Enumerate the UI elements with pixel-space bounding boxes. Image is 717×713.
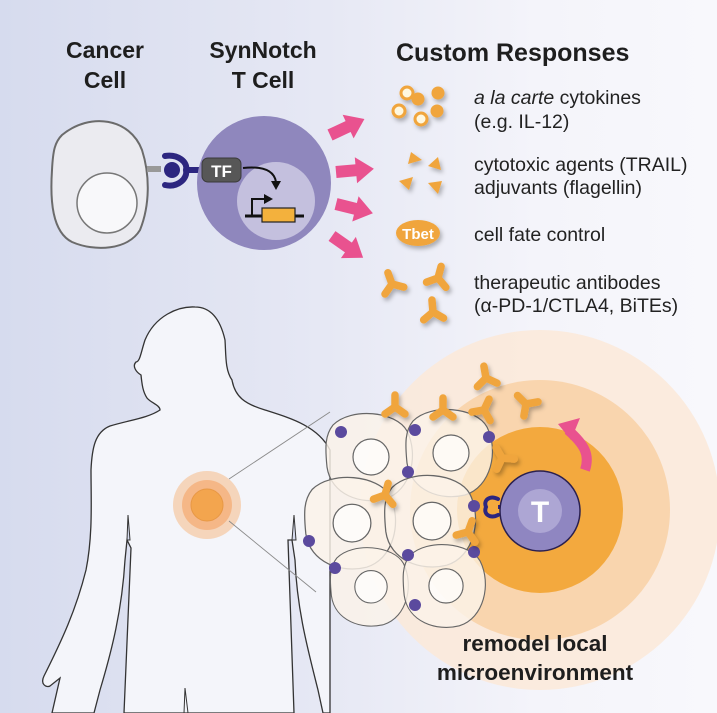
tcell-nucleus: [237, 162, 315, 240]
synnotch-title-line2: T Cell: [232, 67, 295, 93]
tf-label: TF: [211, 162, 232, 181]
zoom-line-bottom: [228, 520, 317, 593]
antigen-dot: [402, 549, 414, 561]
synnotch-receptor-icon: [162, 152, 206, 189]
triangle-agents-icon: [399, 152, 442, 194]
response-cytokines: a la carte cytokines: [474, 87, 641, 109]
response-adjuvants: adjuvants (flagellin): [474, 177, 642, 199]
pink-arrow-icon: [328, 231, 364, 259]
synnotch-title: SynNotch: [209, 37, 316, 63]
zoom-line-top: [228, 411, 331, 480]
micro-caption-line1: remodel local: [462, 631, 607, 656]
antigen-dot: [329, 562, 341, 574]
tumor-site-icon: [173, 471, 241, 539]
cancer-cell-title: Cancer: [66, 37, 144, 63]
antigen-dot: [409, 424, 421, 436]
tbet-pill-icon: Tbet: [396, 220, 440, 246]
t-cell-label: T: [531, 496, 549, 529]
antigen-dots: [303, 424, 495, 611]
output-arrows: [327, 114, 374, 259]
tf-box: [201, 157, 242, 183]
pink-arrow-icon: [335, 157, 374, 184]
micro-t-cell: T: [483, 470, 581, 552]
pink-arrow-icon: [334, 196, 373, 222]
cancer-nucleus: [76, 172, 138, 234]
antigen-stalk: [147, 166, 161, 172]
cancer-cell: [50, 120, 149, 249]
curved-arrow-icon: [558, 418, 592, 472]
gene-promoter-icon: [245, 194, 304, 223]
response-antibodies-examples: (α-PD-1/CTLA4, BiTEs): [474, 295, 678, 317]
custom-responses-title: Custom Responses: [396, 39, 629, 67]
tumor-cell: [329, 547, 409, 627]
antigen-dot: [402, 466, 414, 478]
response-cell-fate: cell fate control: [474, 224, 605, 246]
synnotch-t-cell: TF: [197, 116, 331, 250]
svg-text:Tbet: Tbet: [402, 226, 434, 243]
cytokine-dots-icon: [391, 85, 445, 127]
antigen-dot: [303, 535, 315, 547]
antigen-dot: [468, 500, 480, 512]
antigen-dot: [483, 431, 495, 443]
antigen-dot: [468, 546, 480, 558]
response-cytotoxic: cytotoxic agents (TRAIL): [474, 154, 688, 176]
pink-arrow-icon: [327, 114, 365, 141]
tf-arrow-icon: [242, 166, 277, 183]
response-antibodies: therapeutic antibodes: [474, 272, 661, 294]
cancer-cell-title-line2: Cell: [84, 67, 126, 93]
tumor-cell-cluster: [304, 408, 494, 628]
micro-caption-line2: microenvironment: [437, 660, 634, 685]
response-cytokines-example: (e.g. IL-12): [474, 111, 569, 133]
antigen-dot: [409, 599, 421, 611]
antigen-dot: [335, 426, 347, 438]
